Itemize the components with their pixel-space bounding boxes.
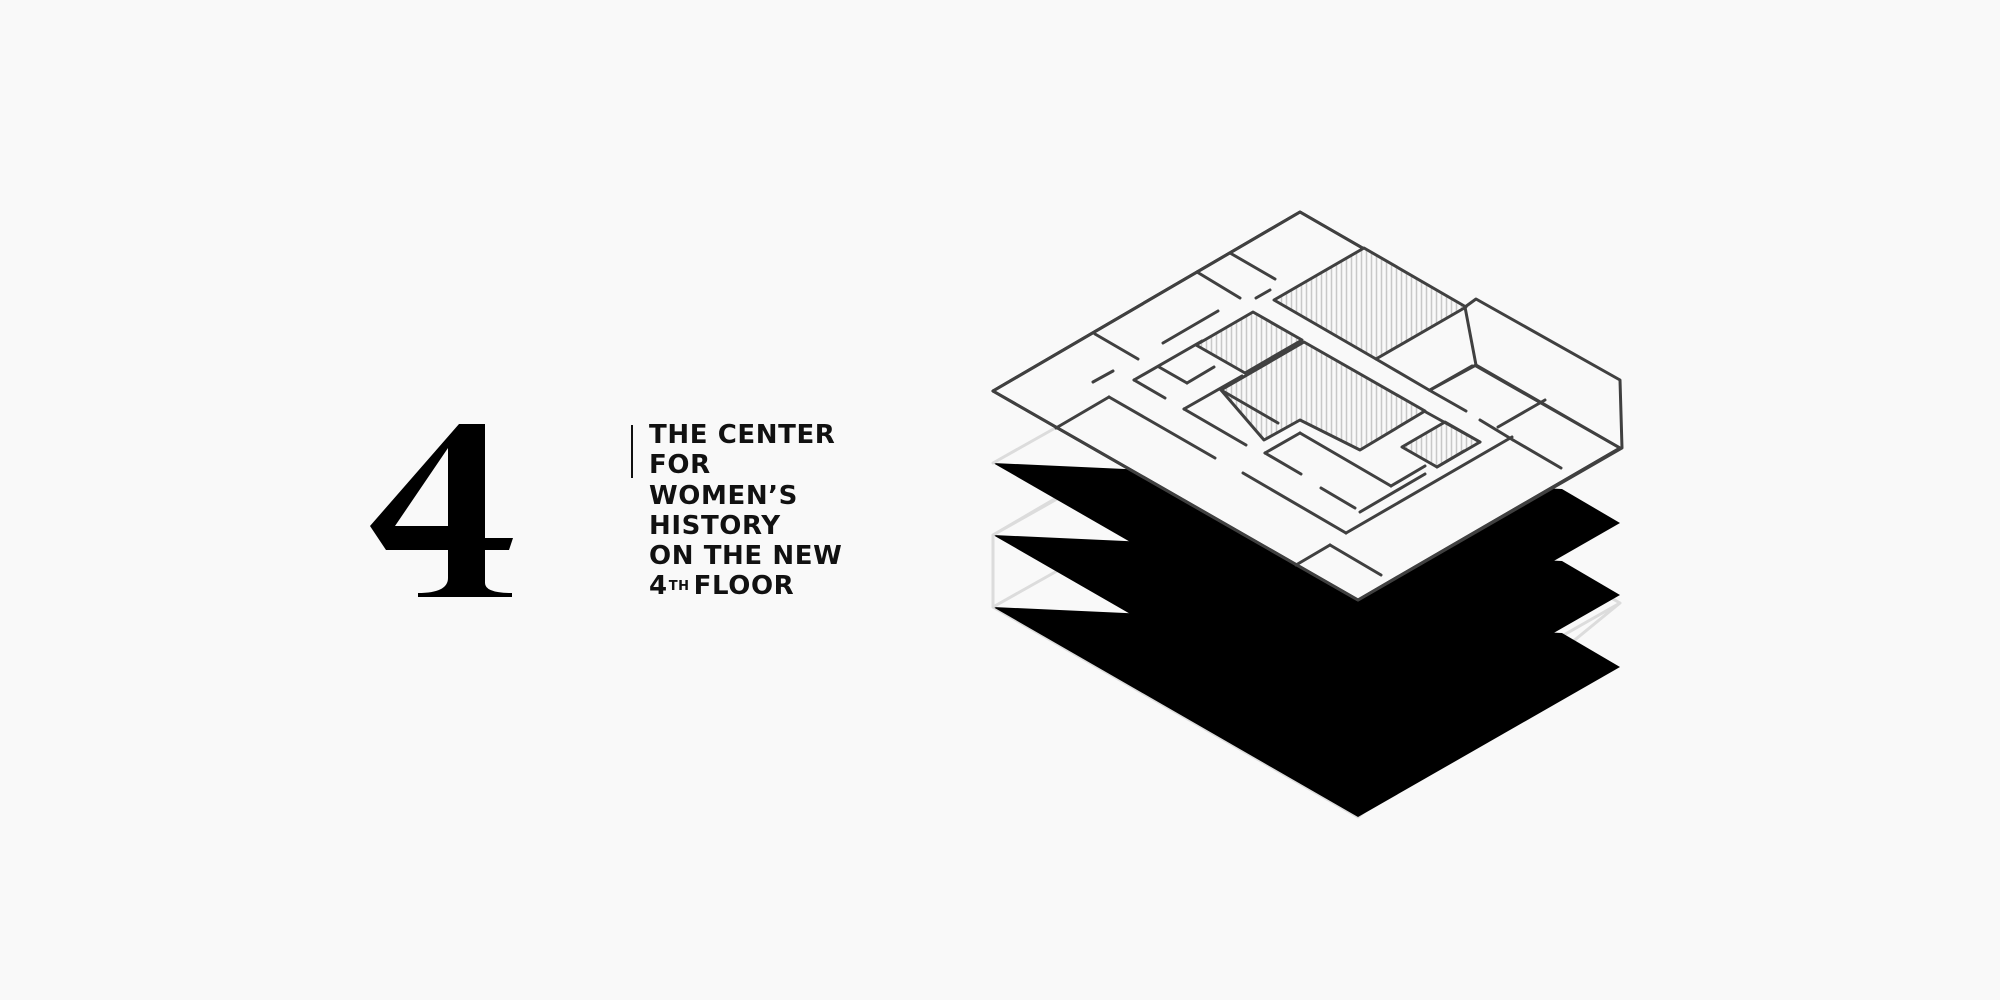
floor-number-4: 4 — [370, 424, 513, 597]
caption-floor-word: FLOOR — [693, 571, 795, 602]
hatched-room — [1219, 340, 1427, 452]
floor-caption: THE CENTER FOR WOMEN’S HISTORY ON THE NE… — [649, 420, 842, 602]
hatched-room — [1272, 246, 1468, 361]
caption-floor-number: 4 — [649, 571, 668, 602]
floor-4-plan — [991, 210, 1624, 602]
caption-line: HISTORY — [649, 510, 781, 541]
caption-line: THE CENTER — [649, 420, 836, 450]
caption-ordinal-suffix: TH — [668, 579, 690, 595]
caption-line: ON THE NEW — [649, 541, 843, 572]
caption-line: WOMEN’S — [649, 480, 798, 511]
caption-line: FOR — [649, 450, 711, 481]
caption-divider — [631, 425, 633, 478]
hatched-room — [1194, 310, 1304, 375]
